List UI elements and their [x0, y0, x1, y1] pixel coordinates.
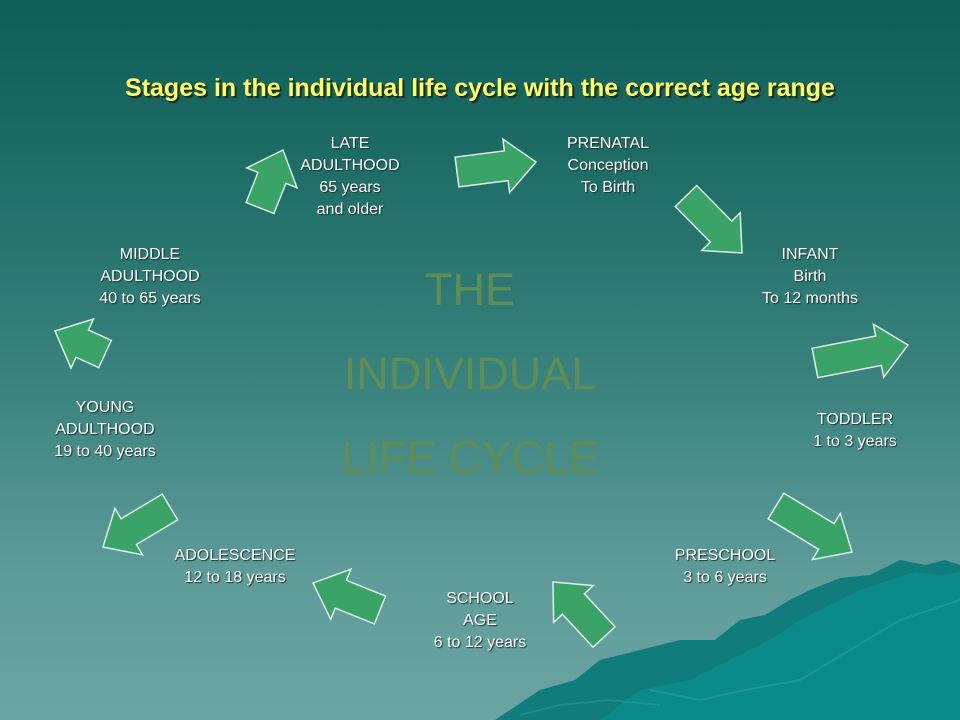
arrow-up-icon	[53, 317, 113, 370]
stage-school-age-name-2: AGE	[463, 612, 497, 629]
stage-young-adulthood-name-2: ADULTHOOD	[55, 421, 155, 438]
arrow-down-left-icon	[552, 581, 617, 649]
stage-late-adulthood-name-1: LATE	[330, 135, 370, 152]
stage-infant: INFANT Birth To 12 months	[740, 244, 880, 310]
stage-middle-adulthood-name-1: MIDDLE	[119, 246, 181, 263]
arrow-down-right-icon	[674, 184, 743, 254]
stage-late-adulthood: LATE ADULTHOOD 65 years and older	[280, 133, 420, 221]
stage-prenatal-age-start: Conception	[567, 157, 649, 174]
center-label: THE INDIVIDUAL LIFE CYCLE	[330, 248, 610, 500]
stage-prenatal-age-end: To Birth	[580, 179, 636, 196]
stage-adolescence-age: 12 to 18 years	[184, 569, 286, 586]
stage-toddler-name: TODDLER	[816, 411, 894, 428]
arrow-down-right-icon	[767, 492, 853, 561]
stage-young-adulthood-name-1: YOUNG	[75, 399, 135, 416]
slide-title: Stages in the individual life cycle with…	[125, 74, 835, 102]
stage-young-adulthood-age: 19 to 40 years	[54, 443, 156, 460]
stage-late-adulthood-age-2: and older	[316, 201, 384, 218]
arrow-up-left-icon	[311, 567, 387, 625]
stage-infant-name: INFANT	[781, 246, 839, 263]
stage-toddler: TODDLER 1 to 3 years	[785, 409, 925, 453]
stage-preschool: PRESCHOOL 3 to 6 years	[650, 545, 800, 589]
stage-preschool-age: 3 to 6 years	[683, 569, 767, 586]
center-label-line-1: THE	[425, 264, 515, 315]
stage-late-adulthood-name-2: ADULTHOOD	[300, 157, 400, 174]
stage-school-age-age: 6 to 12 years	[433, 634, 527, 651]
stage-school-age-name-1: SCHOOL	[446, 590, 514, 607]
center-label-line-2: INDIVIDUAL	[343, 348, 597, 399]
arrow-up-left-icon	[102, 493, 179, 556]
stage-preschool-name: PRESCHOOL	[674, 547, 776, 564]
stage-middle-adulthood-age: 40 to 65 years	[99, 290, 201, 307]
stage-toddler-age: 1 to 3 years	[813, 433, 897, 450]
stage-late-adulthood-age-1: 65 years	[319, 179, 381, 196]
stage-middle-adulthood-name-2: ADULTHOOD	[100, 268, 200, 285]
arrow-up-right-icon	[244, 148, 299, 215]
stage-school-age: SCHOOL AGE 6 to 12 years	[410, 588, 550, 654]
stage-infant-age-end: To 12 months	[761, 290, 859, 307]
stage-infant-age-start: Birth	[793, 268, 827, 285]
stage-prenatal: PRENATAL Conception To Birth	[538, 133, 678, 199]
stage-prenatal-name: PRENATAL	[566, 135, 650, 152]
center-label-line-3: LIFE CYCLE	[341, 432, 599, 483]
arrow-right-icon	[454, 137, 538, 195]
stage-young-adulthood: YOUNG ADULTHOOD 19 to 40 years	[30, 397, 180, 463]
stage-middle-adulthood: MIDDLE ADULTHOOD 40 to 65 years	[75, 244, 225, 310]
stage-adolescence: ADOLESCENCE 12 to 18 years	[160, 545, 310, 589]
stage-adolescence-name: ADOLESCENCE	[174, 547, 296, 564]
arrow-down-icon	[811, 322, 910, 379]
